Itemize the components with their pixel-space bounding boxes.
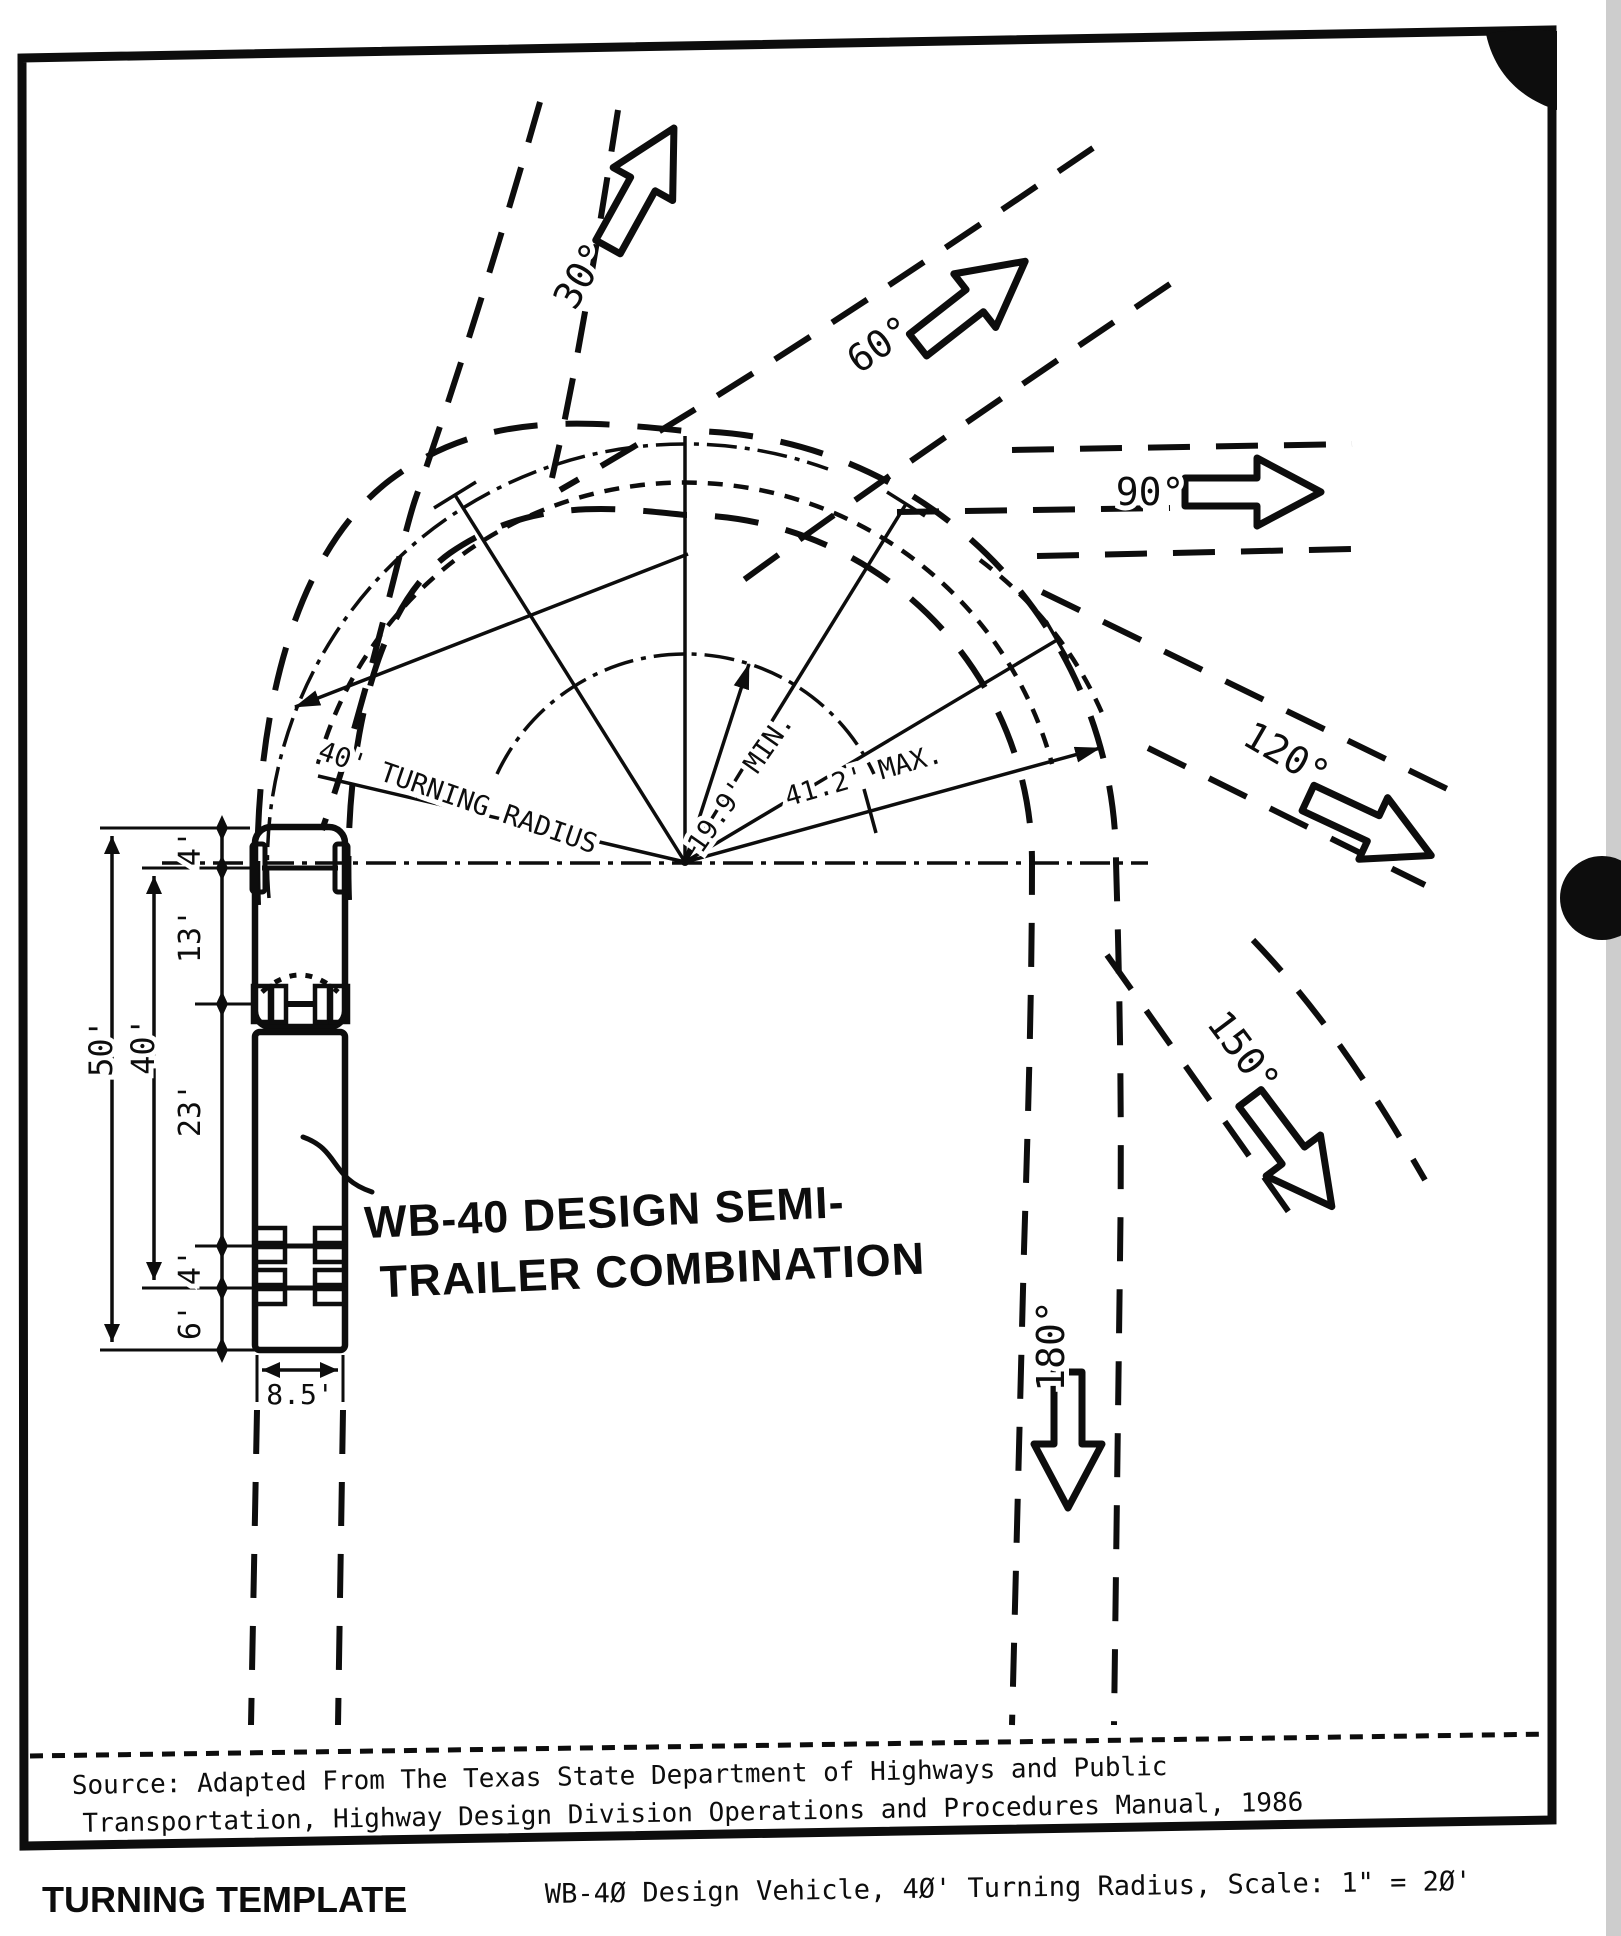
vehicle-label: WB-40 DESIGN SEMI- TRAILER COMBINATION [358,1171,931,1312]
scan-edge-strip [1606,0,1621,1936]
figure-caption-text: WB-4Ø Design Vehicle, 4Ø' Turning Radius… [545,1866,1472,1910]
tandem-wheel [252,1267,288,1288]
trailer-wheelbase-label: 23' [173,1083,208,1137]
exit-90-lane-lower-dash [1036,546,1353,559]
tandem-wheel [312,1225,348,1246]
min-radius-arc-dash-dot [495,652,876,775]
figure-frame-border [17,25,1557,1851]
drive-wheel [328,983,351,1025]
wheelbase-label: 40' [124,1017,162,1075]
exit-150-label: 150° [1198,1002,1288,1102]
tandem-wheel [312,1267,348,1288]
rear-overhang-label: 6' [173,1304,208,1340]
tandem-wheel [252,1225,288,1246]
exit-90-arrow-icon [1185,458,1321,526]
turning-radius-40ft-arc-dash-dot [265,442,829,899]
overall-length-label: 50' [82,1019,120,1077]
exit-30-lane-left-dash [319,101,543,832]
exit-60-lane-left-dash [558,145,1095,493]
tractor-wheelbase-label: 13' [173,909,208,963]
radial-tick-left [433,480,477,510]
tandem-wheel [312,1244,348,1265]
turning-radius-label-leader [317,774,686,864]
vehicle-dimensions: 50' 40' 4' 13' 23' 4' 6' 8.5' [77,815,345,1416]
exit-90-lane-upper-dash [1011,441,1353,453]
max-sweep-envelope-tail-fine-dash [978,558,1108,721]
turning-radius-label: 40' TURNING RADIUS [314,736,601,861]
tandem-axle-1-group [252,1225,348,1265]
dimension-tick [216,1337,228,1363]
dimension-tick [216,991,228,1017]
tandem-spread-label: 4' [173,1249,208,1285]
tandem-wheel [252,1244,288,1265]
radial-line-30-right [683,503,908,863]
approach-lane-left-dash [248,1409,260,1726]
approach-lane-right-dash [335,1409,346,1726]
dimension-tick [216,1233,228,1259]
exit-150-lane-left-dash [1104,953,1296,1220]
tandem-axle-2-group [252,1267,348,1307]
inner-swept-path-dash [345,506,1036,1726]
tandem-wheel [312,1286,348,1307]
vehicle-label-line1: WB-40 DESIGN SEMI- [363,1176,845,1248]
width-label: 8.5' [266,1378,333,1411]
exit-60-arrow-icon [897,234,1046,371]
exit-120-lane-upper-dash [1040,589,1472,803]
vehicle-label-leader [300,1134,375,1195]
radial-tick-right-upper [886,490,926,518]
max-radius-tick [862,788,878,834]
drive-wheel [312,983,332,1025]
dimension-tick [216,815,228,841]
source-separator-dashed-line [29,1731,1553,1759]
exit-60-label: 60° [839,307,920,382]
min-radius-leader [683,663,751,863]
exit-120-lane-lower-dash [1146,745,1427,888]
exit-90-label: 90° [1116,470,1185,514]
radial-line-60-right [684,638,1058,864]
max-radius-label: 41.2' MAX. [781,739,946,814]
front-wheel-right [332,841,351,895]
exit-150-lane-right-dash [1250,937,1428,1182]
dimension-tick [216,855,228,881]
exit-30-arrow-icon [578,112,703,264]
tandem-wheel [252,1286,288,1307]
figure-caption-title: TURNING TEMPLATE [42,1879,407,1920]
tractor-body [251,823,349,1031]
exit-90-lane-inner-dash [896,505,1171,515]
radial-line-30-left [453,494,687,863]
vehicle-label-line2: TRAILER COMBINATION [379,1233,926,1308]
design-vehicle-drawing [249,823,351,1354]
binder-notch-artifact [1560,856,1621,940]
radial-tick-right-lower [1044,620,1070,660]
front-overhang-label: 4' [173,830,208,866]
drive-wheel [269,983,289,1025]
exit-180-label: 180° [1029,1300,1073,1392]
max-radius-leader [684,746,1101,864]
outer-swept-path-dash [254,420,1124,1726]
dimension-tick [216,1275,228,1301]
turning-radius-arrow-line [294,552,689,709]
scan-corner-artifact [1486,29,1557,110]
